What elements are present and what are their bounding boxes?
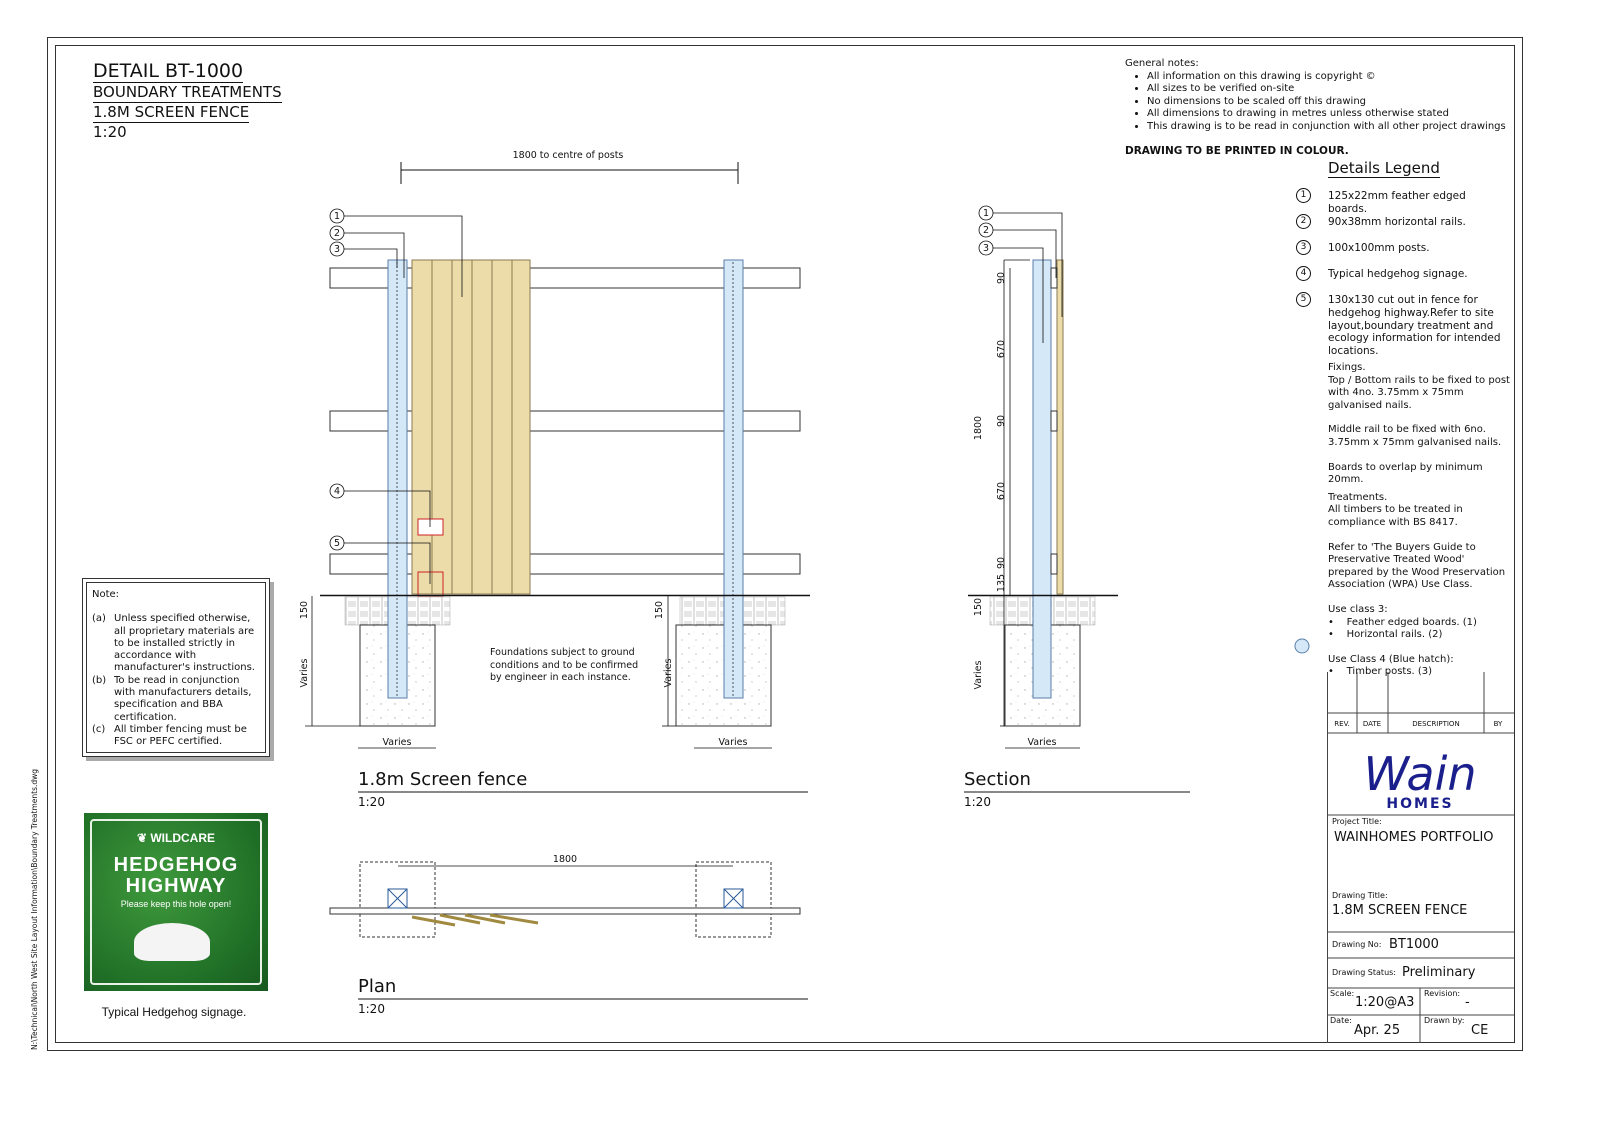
hedgehog-sign-image: ❦ WILDCARE HEDGEHOG HIGHWAY Please keep … [84, 813, 268, 991]
svg-text:Varies: Varies [383, 737, 412, 748]
file-path: N:\Technical\North West Site Layout Info… [30, 768, 39, 1050]
colour-note: DRAWING TO BE PRINTED IN COLOUR. [1125, 145, 1349, 157]
legend-notes: Fixings. Top / Bottom rails to be fixed … [1328, 362, 1510, 678]
svg-text:Varies: Varies [663, 658, 674, 687]
sign-caption: Typical Hedgehog signage. [101, 1005, 247, 1019]
fence-elevation: 1800 to centre of posts 1 2 3 4 5 150 Varies… [299, 150, 810, 793]
svg-text:2: 2 [983, 225, 989, 236]
plan-title: Plan [358, 976, 397, 997]
wain-logo: Wain [1363, 747, 1476, 801]
wildcare-icon: ❦ [136, 831, 148, 845]
svg-text:2: 2 [334, 228, 340, 239]
svg-text:1: 1 [334, 211, 340, 222]
general-notes: General notes: All information on this d… [1125, 58, 1515, 158]
hedgehog-sign-marker [417, 518, 444, 536]
dim-centre-posts: 1800 to centre of posts [513, 150, 624, 161]
hedgehog-icon [134, 923, 210, 961]
drawn-by-value: CE [1471, 1023, 1489, 1038]
svg-text:1800: 1800 [973, 416, 984, 440]
section-scale: 1:20 [964, 795, 991, 809]
detail-category: BOUNDARY TREATMENTS [93, 83, 282, 103]
drawing-status: Preliminary [1402, 965, 1476, 980]
blue-hatch-swatch [1294, 638, 1310, 654]
detail-scale: 1:20 [93, 123, 127, 141]
general-note: All information on this drawing is copyr… [1147, 71, 1515, 84]
section-title: Section [964, 769, 1031, 790]
detail-fence: 1.8M SCREEN FENCE [93, 103, 250, 123]
elevation-scale: 1:20 [358, 795, 385, 809]
svg-text:Varies: Varies [1028, 737, 1057, 748]
svg-text:90: 90 [996, 557, 1007, 569]
date-value: Apr. 25 [1354, 1023, 1401, 1038]
fence-section: 1 2 3 90 670 90 670 90 135 1800 150 Varies… [964, 205, 1190, 793]
svg-text:150: 150 [973, 598, 984, 616]
svg-text:3: 3 [983, 243, 989, 254]
wain-logo-sub: HOMES [1386, 796, 1453, 812]
svg-text:670: 670 [996, 340, 1007, 358]
svg-text:670: 670 [996, 482, 1007, 500]
svg-text:150: 150 [654, 601, 665, 619]
fence-plan: 1800 [329, 854, 808, 1000]
foundation-note: Foundations subject to ground conditions… [490, 647, 639, 683]
general-note: No dimensions to be scaled off this draw… [1147, 96, 1515, 109]
general-note: This drawing is to be read in conjunctio… [1147, 121, 1515, 134]
svg-text:1800: 1800 [553, 854, 577, 865]
svg-text:5: 5 [334, 538, 340, 549]
title-block-grid [1327, 672, 1514, 1043]
revision-value: - [1465, 995, 1470, 1010]
svg-text:Varies: Varies [973, 660, 984, 689]
detail-header: DETAIL BT-1000 BOUNDARY TREATMENTS 1.8M … [93, 60, 282, 142]
svg-text:90: 90 [996, 272, 1007, 284]
legend-title: Details Legend [1328, 159, 1440, 178]
elevation-title: 1.8m Screen fence [358, 769, 528, 790]
detail-title: DETAIL BT-1000 [93, 60, 244, 83]
svg-text:150: 150 [299, 601, 310, 619]
svg-text:Varies: Varies [299, 658, 310, 687]
rev-header: REV. [1334, 720, 1349, 728]
sign-brand: ❦ WILDCARE [136, 831, 216, 845]
sheet-border-inner [55, 45, 1515, 1043]
section-post [1032, 259, 1052, 699]
by-header: BY [1494, 720, 1503, 728]
description-header: DESCRIPTION [1412, 720, 1459, 728]
svg-text:90: 90 [996, 415, 1007, 427]
svg-text:4: 4 [334, 486, 340, 497]
svg-text:135: 135 [996, 574, 1007, 592]
date-header: DATE [1363, 720, 1381, 728]
sheet-border-outer [47, 37, 1523, 1051]
scale-value: 1:20@A3 [1355, 995, 1415, 1010]
plan-scale: 1:20 [358, 1002, 385, 1016]
note-box: Note: (a)Unless specified otherwise, all… [82, 578, 270, 757]
svg-text:Varies: Varies [719, 737, 748, 748]
svg-text:1: 1 [983, 208, 989, 219]
drawing-title: 1.8M SCREEN FENCE [1332, 903, 1468, 918]
drawing-number: BT1000 [1389, 937, 1439, 952]
svg-text:3: 3 [334, 244, 340, 255]
project-title: WAINHOMES PORTFOLIO [1334, 830, 1494, 845]
general-note: All dimensions to drawing in metres unle… [1147, 108, 1515, 121]
general-note: All sizes to be verified on-site [1147, 83, 1515, 96]
